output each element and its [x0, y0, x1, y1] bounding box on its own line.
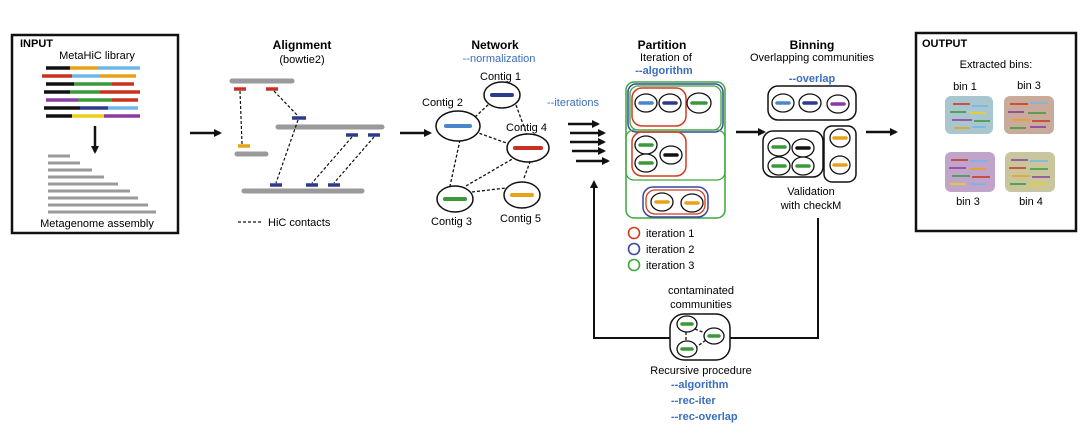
validation-line-1: Validation	[787, 186, 835, 198]
contig-bars	[48, 154, 156, 214]
alignment-section: Alignment (bowtie2) HiC contact	[229, 38, 385, 229]
rec-algorithm-param: --algorithm	[671, 379, 729, 391]
partition-section: Partition Iteration of --algorithm	[625, 38, 726, 272]
validation-line-2: with checkM	[780, 200, 842, 212]
library-label: MetaHiC library	[59, 50, 135, 62]
recursive-label: Recursive procedure	[650, 365, 752, 377]
input-panel: INPUT MetaHiC library Metagenome assembl…	[10, 33, 180, 235]
binning-title: Binning	[790, 38, 835, 52]
output-panel: OUTPUT Extracted bins: bin 1 bin 3 bin 3…	[914, 31, 1078, 233]
algorithm-param: --algorithm	[635, 65, 693, 77]
output-title: OUTPUT	[922, 38, 968, 50]
binning-subtitle: Overlapping communities	[750, 52, 875, 64]
normalization-param: --normalization	[463, 53, 536, 65]
bin-1-label: bin 1	[953, 81, 977, 93]
contig-4-node	[506, 133, 550, 163]
binning-section: Binning Overlapping communities --overla…	[750, 38, 875, 212]
legend-iteration-3: iteration 3	[646, 260, 694, 272]
alignment-title: Alignment	[273, 38, 332, 52]
reads-illustration	[42, 66, 140, 118]
contig-4-label: Contig 4	[506, 122, 547, 134]
hic-contacts-legend: HiC contacts	[268, 217, 331, 229]
contaminated-line-1: contaminated	[668, 285, 734, 297]
contig-1-node	[483, 81, 521, 109]
alignment-subtitle: (bowtie2)	[279, 54, 324, 66]
recursive-loop: contaminated communities Recursive proce…	[590, 180, 819, 423]
iterations-param: --iterations	[547, 97, 599, 109]
contig-2-node	[435, 110, 481, 142]
network-section: Network --normalization Contig 1 Contig …	[422, 38, 599, 228]
bin-3a-label: bin 3	[1017, 80, 1041, 92]
bin-3b-label: bin 3	[956, 196, 980, 208]
input-title: INPUT	[20, 38, 53, 50]
rec-overlap-param: --rec-overlap	[671, 411, 738, 423]
iteration-legend: iteration 1 iteration 2 iteration 3	[627, 226, 694, 272]
partition-subtitle: Iteration of	[640, 52, 693, 64]
bin-4-tile	[1005, 152, 1055, 192]
contig-3-node	[436, 185, 474, 213]
contig-2-label: Contig 2	[422, 97, 463, 109]
network-title: Network	[471, 38, 519, 52]
legend-iteration-2: iteration 2	[646, 244, 694, 256]
contig-1-label: Contig 1	[480, 71, 521, 83]
bin-3a-tile	[1004, 96, 1054, 134]
legend-iteration-1: iteration 1	[646, 228, 694, 240]
contig-3-label: Contig 3	[431, 216, 472, 228]
extracted-bins-label: Extracted bins:	[960, 59, 1033, 71]
iteration-arrows	[568, 120, 610, 165]
partition-title: Partition	[638, 38, 687, 52]
rec-iter-param: --rec-iter	[671, 395, 716, 407]
contaminated-line-2: communities	[670, 299, 732, 311]
overlap-param: --overlap	[789, 73, 836, 85]
contig-5-label: Contig 5	[500, 213, 541, 225]
contig-5-node	[503, 181, 541, 209]
bin-4-label: bin 4	[1019, 196, 1043, 208]
bin-1-tile	[945, 96, 993, 134]
assembly-label: Metagenome assembly	[40, 218, 154, 230]
bin-3b-tile	[945, 152, 995, 192]
